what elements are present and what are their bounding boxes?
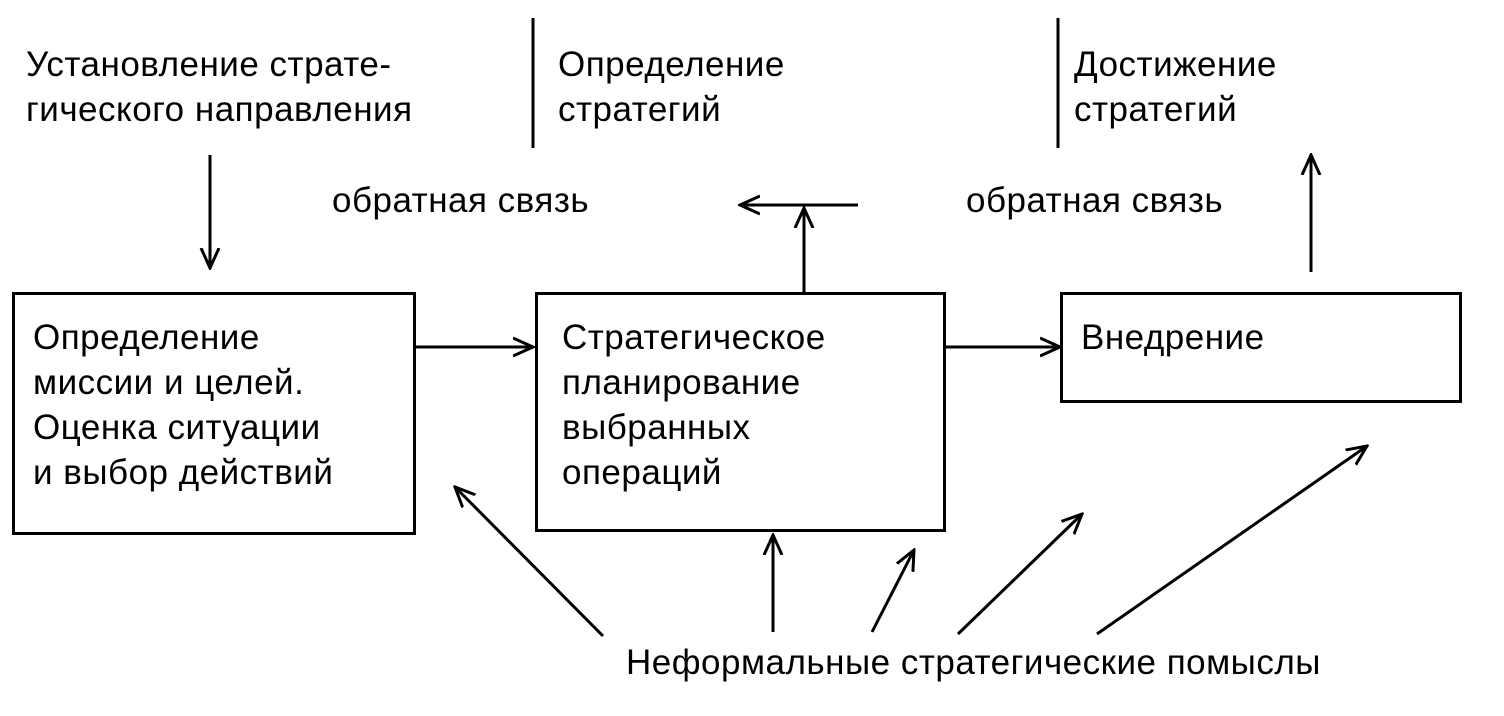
mission-line4: и выбор действий bbox=[33, 453, 334, 492]
feedback-label-left: обратная связь bbox=[332, 181, 590, 220]
phase2-line2: стратегий bbox=[558, 90, 722, 129]
mission-line1: Определение bbox=[33, 318, 260, 357]
feedback-label-right: обратная связь bbox=[966, 181, 1224, 220]
mission-line3: Оценка ситуации bbox=[33, 408, 321, 447]
planning-line4: операций bbox=[562, 453, 722, 492]
planning-line2: планирование bbox=[562, 363, 801, 402]
phase3-line1: Достижение bbox=[1074, 45, 1277, 84]
phase2-line1: Определение bbox=[558, 45, 785, 84]
mission-box: Определение миссии и целей. Оценка ситуа… bbox=[12, 292, 416, 535]
implementation-box: Внедрение bbox=[1060, 292, 1462, 403]
planning-line1: Стратегическое bbox=[562, 318, 826, 357]
arrow-informal-to-mission bbox=[455, 487, 605, 638]
implementation-line1: Внедрение bbox=[1081, 318, 1265, 357]
planning-line3: выбранных bbox=[562, 408, 751, 447]
phase3-line2: стратегий bbox=[1074, 90, 1238, 129]
mission-line2: миссии и целей. bbox=[33, 363, 305, 402]
informal-intentions-label: Неформальные стратегические помыслы bbox=[626, 643, 1321, 682]
arrow-informal-to-planning-2 bbox=[870, 550, 914, 633]
planning-box: Стратегическое планирование выбранных оп… bbox=[535, 292, 946, 532]
phase1-line2: гического направления bbox=[26, 90, 413, 129]
arrow-informal-to-implementation-1 bbox=[956, 514, 1082, 636]
arrow-informal-to-implementation-2 bbox=[1096, 446, 1367, 636]
phase1-line1: Установление страте- bbox=[26, 45, 392, 84]
